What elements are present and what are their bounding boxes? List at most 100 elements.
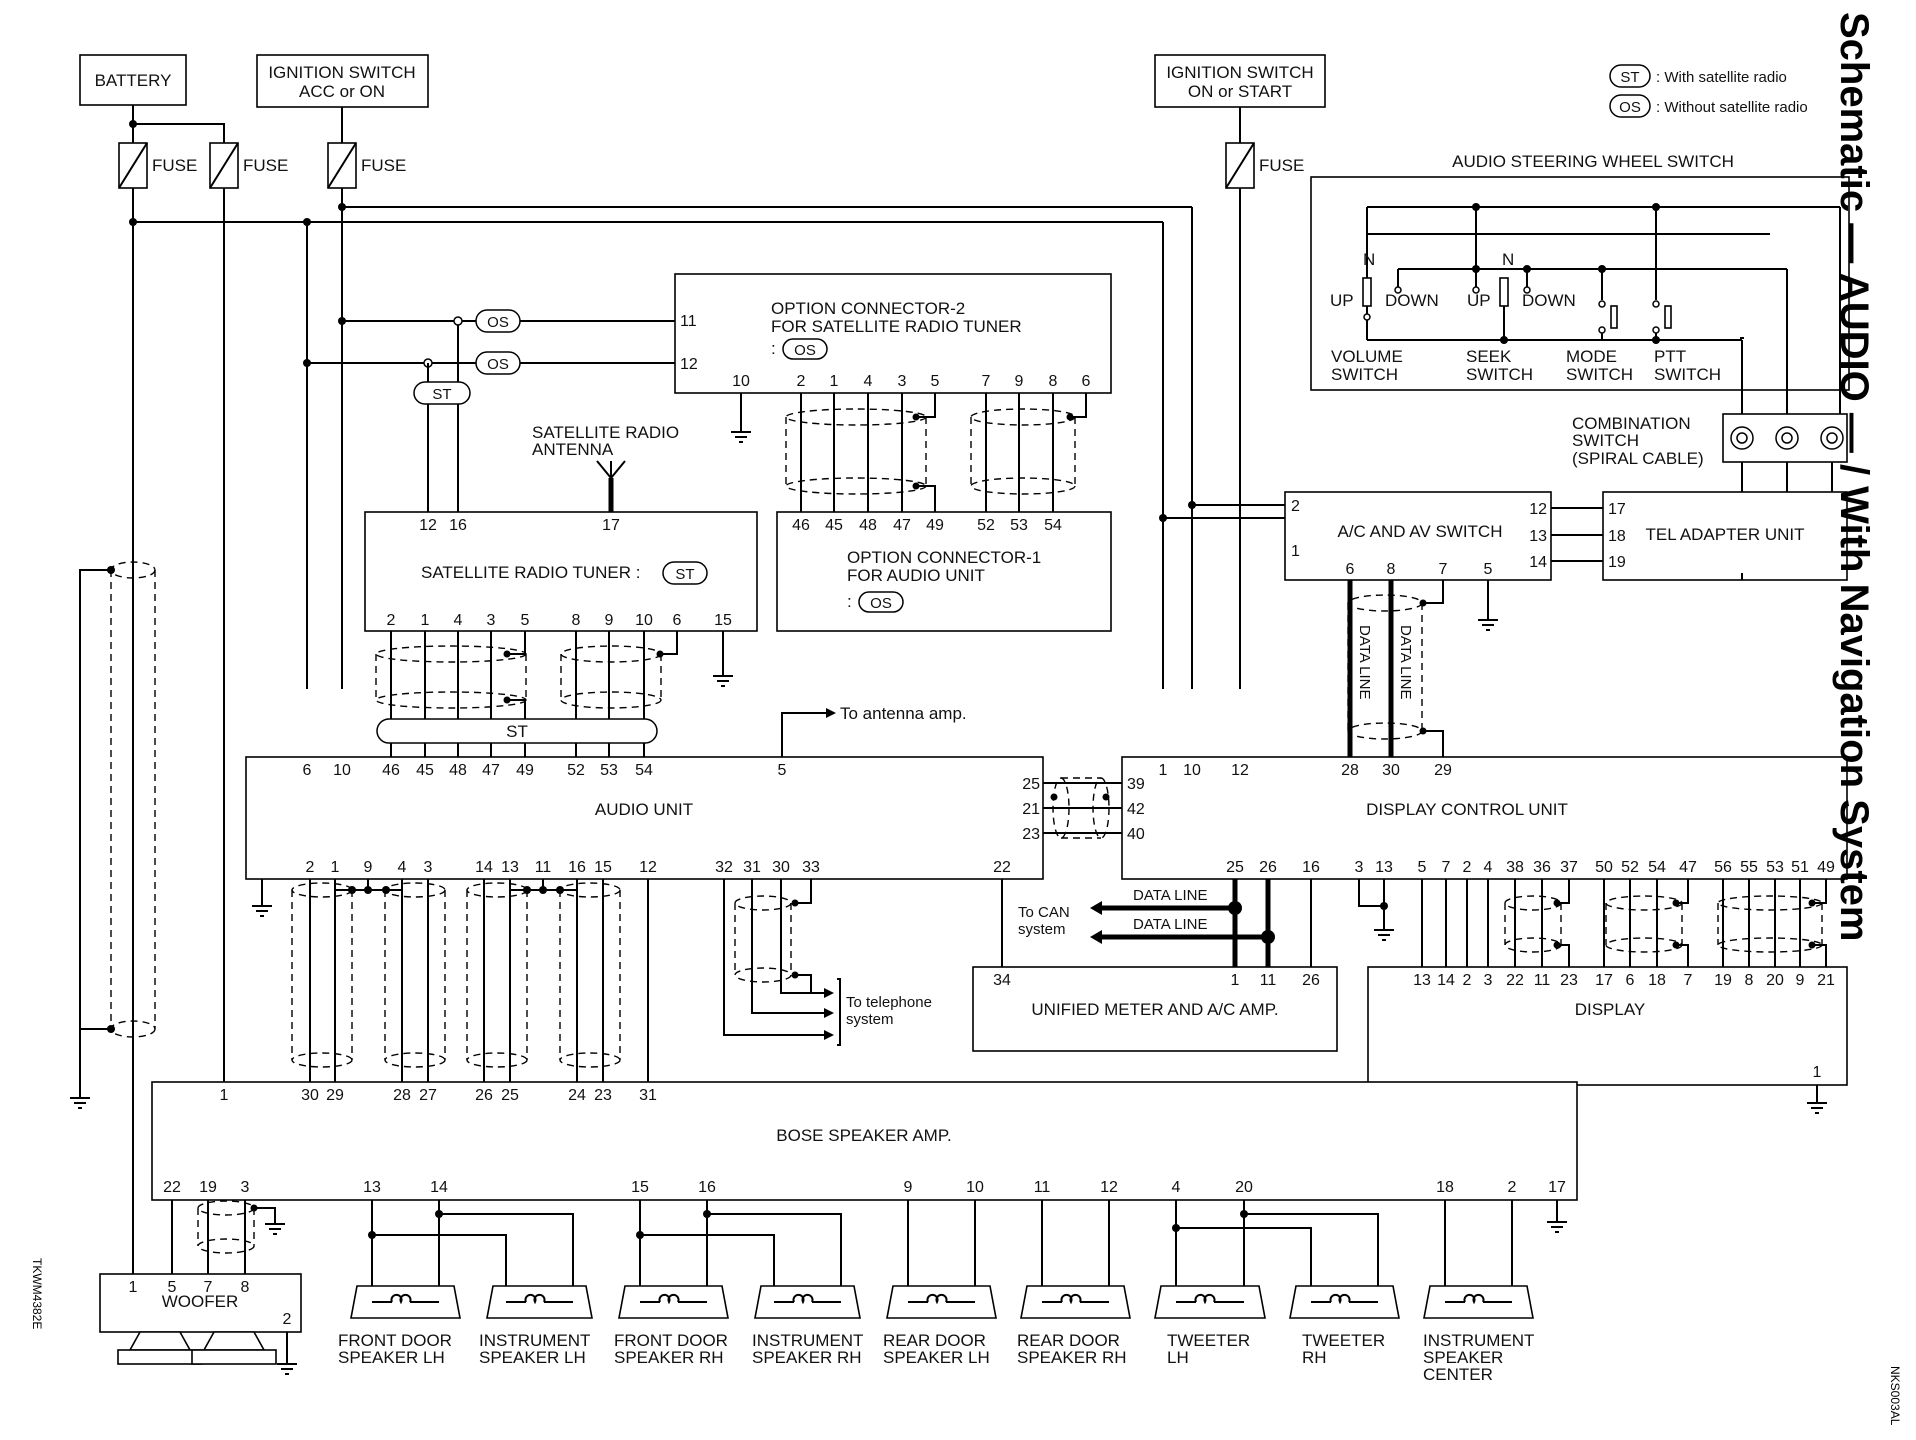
pin: 2 — [1291, 498, 1300, 515]
seek-up-label: UP — [1467, 291, 1491, 310]
pin: 1 — [1813, 1064, 1822, 1081]
can-data-line-2: DATA LINE — [1133, 916, 1207, 933]
ac-av-switch: A/C AND AV SWITCH 2 1 12 13 14 6 8 7 5 — [1284, 491, 1552, 631]
pin: 11 — [535, 859, 552, 876]
pin: 17 — [602, 517, 620, 534]
pin: 4 — [454, 612, 463, 629]
pin: 11 — [680, 313, 697, 330]
pin: 2 — [387, 612, 396, 629]
svg-text::: : — [847, 592, 852, 611]
pin: 32 — [715, 859, 733, 876]
to-can-line2: system — [1018, 921, 1066, 938]
combo-line3: (SPIRAL CABLE) — [1572, 449, 1704, 468]
battery-label: BATTERY — [95, 71, 172, 90]
drawing-code-right: NKS003AL — [1888, 1366, 1902, 1426]
pin: 30 — [301, 1087, 319, 1104]
option2-tag-os: OS — [794, 342, 816, 359]
pin: 1 — [331, 859, 340, 876]
pin: 2 — [1463, 972, 1472, 989]
svg-text::: : — [771, 339, 776, 358]
pin: 13 — [1529, 528, 1547, 545]
pin: 48 — [859, 517, 877, 534]
pin: 6 — [303, 762, 312, 779]
option2-bottom-pins: 10 2 1 4 3 5 7 9 8 6 — [732, 373, 1090, 390]
pin: 22 — [993, 859, 1011, 876]
pin: 17 — [1548, 1179, 1566, 1196]
sat-bottom-pins: 2 1 4 3 5 8 9 10 6 15 — [387, 612, 732, 629]
sat-antenna-line2: ANTENNA — [532, 440, 614, 459]
option2-line1: OPTION CONNECTOR-2 — [771, 299, 965, 318]
pin: 13 — [501, 859, 519, 876]
pin: 1 — [1231, 972, 1240, 989]
pin: 54 — [1044, 517, 1062, 534]
pin: 9 — [605, 612, 614, 629]
pin: 6 — [1082, 373, 1091, 390]
ignition-acc-supply: IGNITION SWITCH ACC or ON FUSE — [256, 54, 429, 189]
speaker-label: INSTRUMENT — [1423, 1331, 1534, 1350]
pin: 1 — [830, 373, 839, 390]
option1-line1: OPTION CONNECTOR-1 — [847, 548, 1041, 567]
meter-label: UNIFIED METER AND A/C AMP. — [1031, 1000, 1278, 1019]
option2-line2: FOR SATELLITE RADIO TUNER — [771, 317, 1022, 336]
pin: 10 — [732, 373, 750, 390]
pin: 2 — [1463, 859, 1472, 876]
pin: 1 — [220, 1087, 229, 1104]
pin: 18 — [1436, 1179, 1454, 1196]
ignition-on-supply: IGNITION SWITCH ON or START FUSE — [1154, 54, 1326, 189]
speaker-label: LH — [1167, 1348, 1189, 1367]
fuse-label-1: FUSE — [152, 156, 197, 175]
pin: 23 — [1022, 826, 1040, 843]
pin: 55 — [1740, 859, 1758, 876]
pin: 13 — [1375, 859, 1393, 876]
pin: 5 — [521, 612, 530, 629]
pin: 7 — [1442, 859, 1451, 876]
tel-adapter-unit: TEL ADAPTER UNIT 17 18 19 — [1551, 491, 1848, 581]
dcu-ground — [1358, 879, 1394, 941]
pin: 19 — [199, 1179, 217, 1196]
audio-bose-cables — [291, 879, 649, 1082]
to-telephone: To telephone system — [723, 879, 932, 1046]
pin: 18 — [1648, 972, 1666, 989]
pin: 52 — [1621, 859, 1639, 876]
pin: 9 — [1796, 972, 1805, 989]
to-can-line1: To CAN — [1018, 904, 1070, 921]
speaker-label: INSTRUMENT — [479, 1331, 590, 1350]
pin: 3 — [241, 1179, 250, 1196]
audio-unit: AUDIO UNIT 6 10 46 45 48 47 49 52 53 54 … — [245, 756, 1044, 917]
pin: 11 — [1260, 972, 1277, 989]
pin: 2 — [1508, 1179, 1517, 1196]
pin: 14 — [475, 859, 493, 876]
pin: 22 — [163, 1179, 181, 1196]
tag-os-11: OS — [487, 314, 509, 331]
pin: 40 — [1127, 826, 1145, 843]
pin: 8 — [1049, 373, 1058, 390]
data-line-label-2: DATA LINE — [1397, 625, 1414, 699]
pin: 13 — [363, 1179, 381, 1196]
bose-speaker-amp: BOSE SPEAKER AMP. 1 30 29 28 27 26 25 24… — [151, 1081, 1578, 1233]
pin: 1 — [1291, 543, 1300, 560]
audio-dcu-link — [1043, 777, 1122, 839]
legend-text-st: : With satellite radio — [1656, 69, 1787, 86]
to-antenna-label: To antenna amp. — [840, 704, 967, 723]
pin: 25 — [1022, 776, 1040, 793]
pin: 7 — [1439, 561, 1448, 578]
pin: 28 — [393, 1087, 411, 1104]
speaker-instrument-rh: INSTRUMENT SPEAKER RH — [752, 1285, 863, 1367]
pin: 8 — [241, 1279, 250, 1296]
data-line-label-1: DATA LINE — [1356, 625, 1373, 699]
dcu-display-cables — [1421, 879, 1827, 967]
mode-switch-line2: SWITCH — [1566, 365, 1633, 384]
ign-acc-line2: ACC or ON — [299, 82, 385, 101]
display-label: DISPLAY — [1575, 1000, 1646, 1019]
to-tel-line1: To telephone — [846, 994, 932, 1011]
to-tel-line2: system — [846, 1011, 894, 1028]
speaker-wiring — [368, 1200, 1513, 1286]
data-lines-acav: DATA LINE DATA LINE — [1347, 580, 1444, 757]
tuner-cables: ST — [375, 631, 678, 757]
pin: 54 — [1648, 859, 1666, 876]
pin: 20 — [1766, 972, 1784, 989]
speaker-label: FRONT DOOR — [614, 1331, 728, 1350]
woofer-label: WOOFER — [162, 1292, 239, 1311]
vol-n-label: N — [1363, 250, 1375, 269]
